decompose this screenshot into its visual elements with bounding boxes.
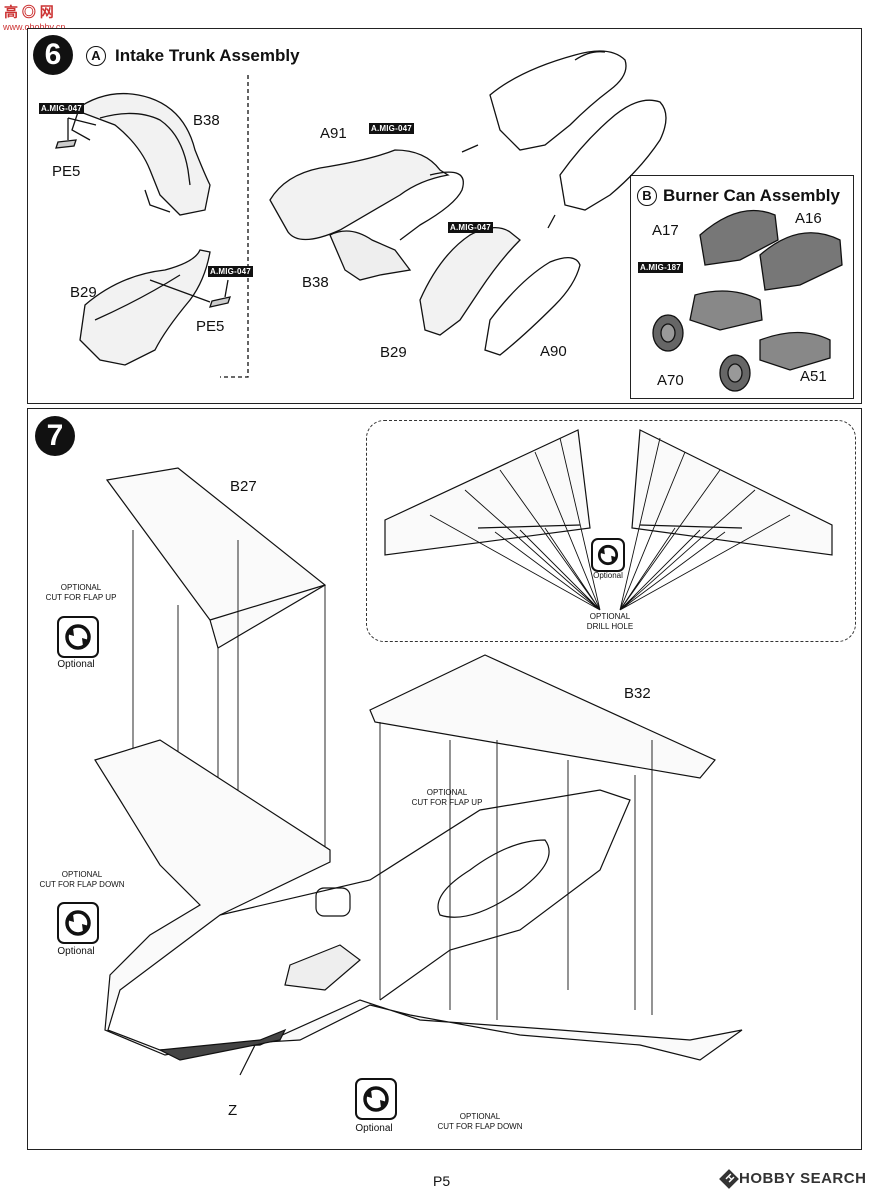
intake-trunk-title: Intake Trunk Assembly (115, 46, 300, 65)
optional-rotate-icon (355, 1078, 397, 1120)
burner-can-box (630, 175, 854, 399)
hobby-search-logo: H HOBBY SEARCH (719, 1168, 867, 1189)
part-label-a16: A16 (795, 210, 822, 227)
step7-number: 7 (35, 416, 75, 456)
watermark-chars: 高 ◎ 网 (4, 4, 54, 20)
watermark-url: www.ohobby.cn (3, 22, 66, 32)
optional-label: Optional (355, 1123, 393, 1134)
part-label-b27: B27 (230, 478, 257, 495)
paint-tag: A.MIG-047 (208, 266, 253, 277)
optional-label: Optional (57, 946, 95, 957)
paint-tag: A.MIG-047 (369, 123, 414, 134)
part-label-pe5: PE5 (52, 163, 81, 180)
burner-can-title: Burner Can Assembly (663, 186, 840, 205)
part-label-b38: B38 (302, 274, 329, 291)
paint-tag: A.MIG-187 (638, 262, 683, 273)
watermark: 高 ◎ 网 (4, 2, 54, 22)
paint-tag: A.MIG-047 (448, 222, 493, 233)
part-label-a51: A51 (800, 368, 827, 385)
part-label-a17: A17 (652, 222, 679, 239)
paint-tag: A.MIG-047 (39, 103, 84, 114)
brand-name: HOBBY SEARCH (739, 1170, 867, 1187)
part-label-pe5: PE5 (196, 318, 225, 335)
part-label-b32: B32 (624, 685, 651, 702)
optional-rotate-icon (591, 538, 625, 572)
optional-label: Optional (593, 571, 623, 580)
part-label-b29: B29 (70, 284, 97, 301)
part-label-b38: B38 (193, 112, 220, 129)
part-label-a70: A70 (657, 372, 684, 389)
step6-sub-b-badge: B (637, 186, 657, 206)
step6-number: 6 (33, 35, 73, 75)
part-label-a90: A90 (540, 343, 567, 360)
part-label-b29: B29 (380, 344, 407, 361)
part-label-a91: A91 (320, 125, 347, 142)
brand-badge: H (719, 1168, 739, 1189)
optional-label: Optional (57, 659, 95, 670)
drill-hole-detail-box (366, 420, 856, 642)
optional-rotate-icon (57, 902, 99, 944)
page-number: P5 (433, 1173, 451, 1189)
part-label-z: Z (228, 1102, 238, 1119)
optional-rotate-icon (57, 616, 99, 658)
step6-sub-a-badge: A (86, 46, 106, 66)
step6-panel (27, 28, 862, 404)
